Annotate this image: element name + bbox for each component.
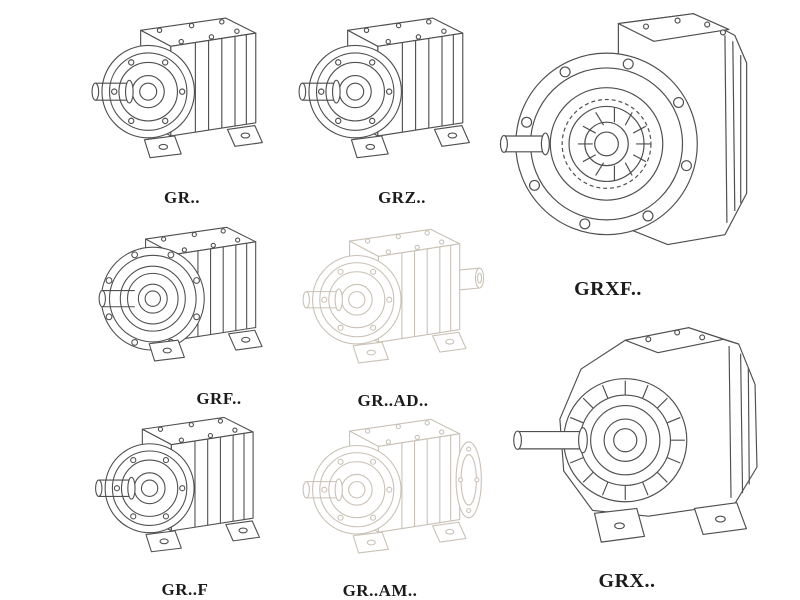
model-label-gr-am: GR..AM.. [342,581,418,600]
model-label-gr-f: GR..F [161,580,209,599]
gearbox-drawing-gr-ad [290,214,494,390]
model-label-gr-ad: GR..AD.. [357,391,429,410]
gearbox-drawing-grf [85,212,291,388]
model-label-grz: GRZ.. [378,188,426,207]
gearbox-drawing-gr-f [85,402,285,579]
gearbox-drawing-gr [85,2,285,186]
gearbox-drawing-gr-am [290,404,494,580]
model-label-grxf: GRXF.. [574,278,642,300]
gearbox-drawing-grz [292,2,492,186]
gearbox-drawing-grxf [498,2,794,274]
model-label-gr: GR.. [164,188,200,207]
model-label-grx: GRX.. [598,570,656,592]
model-label-grf: GRF.. [196,389,242,408]
gearbox-drawing-grx [496,296,792,570]
